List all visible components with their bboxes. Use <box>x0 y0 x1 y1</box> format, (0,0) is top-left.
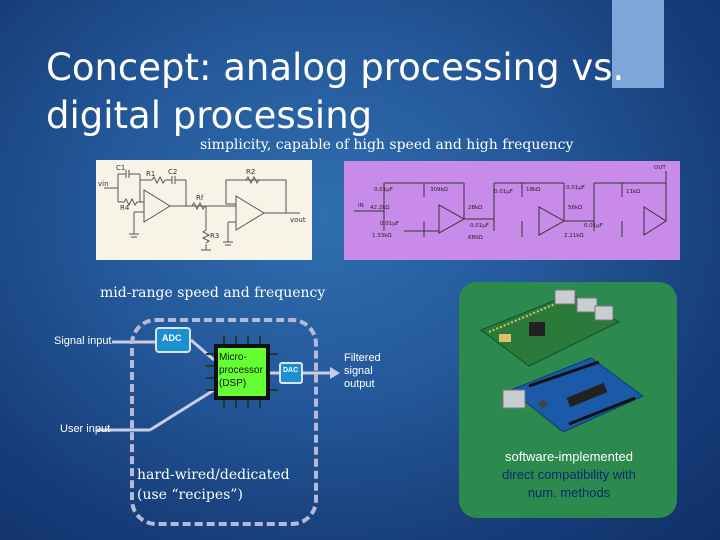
svg-text:0.01µF: 0.01µF <box>374 187 393 193</box>
svg-text:18kΩ: 18kΩ <box>526 187 540 193</box>
slide-title: Concept: analog processing vs. digital p… <box>46 44 624 140</box>
adc-block <box>155 327 191 353</box>
chip-line-2: processor <box>219 365 263 376</box>
analog-circuit-schematic: C1 R1 C2 Rf R3 R2 R4 vin vout <box>96 160 312 260</box>
svg-text:0.01µF: 0.01µF <box>470 223 489 229</box>
hardwired-description: hard-wired/dedicated (use “recipes”) <box>137 465 290 505</box>
svg-text:42.2kΩ: 42.2kΩ <box>370 205 390 211</box>
filter-circuit-schematic: 0.01µF 309kΩ 0.01µF 18kΩ 0.01µF 11kΩ IN … <box>344 161 680 260</box>
dev-boards-illustration <box>479 289 644 433</box>
svg-text:680Ω: 680Ω <box>468 235 483 241</box>
chip-line-3: (DSP) <box>219 378 247 389</box>
user-input-label: User input <box>60 423 111 435</box>
hardwired-line-2: (use “recipes”) <box>137 487 243 503</box>
filtered-output-line-1: Filtered <box>344 352 381 364</box>
software-line-1: software-implemented <box>505 449 633 464</box>
chip-line-1: Micro- <box>219 352 247 363</box>
svg-text:C2: C2 <box>168 168 177 176</box>
user-input-to-chip-line <box>149 388 215 432</box>
digital-mid-label: mid-range speed and frequency <box>100 285 326 301</box>
svg-text:R1: R1 <box>146 170 155 178</box>
title-line-1: Concept: analog processing vs. <box>46 46 625 89</box>
svg-text:C1: C1 <box>116 164 125 172</box>
dac-label: DAC <box>283 367 299 374</box>
svg-text:2.21kΩ: 2.21kΩ <box>564 233 584 239</box>
analog-schematic-svg: C1 R1 C2 Rf R3 R2 R4 vin vout <box>98 164 306 251</box>
software-line-3: num. methods <box>527 485 611 500</box>
svg-text:vout: vout <box>290 216 306 224</box>
svg-text:56kΩ: 56kΩ <box>568 205 582 211</box>
hardwired-line-1: hard-wired/dedicated <box>137 467 290 483</box>
svg-text:OUT: OUT <box>654 165 666 171</box>
svg-text:R3: R3 <box>210 232 219 240</box>
svg-text:Rf: Rf <box>196 194 204 202</box>
signal-input-label: Signal input <box>54 335 112 347</box>
svg-text:R4: R4 <box>120 204 130 212</box>
dev-boards-panel <box>459 282 677 518</box>
svg-text:R2: R2 <box>246 168 255 176</box>
digital-system-boundary <box>130 318 318 526</box>
software-description: software-implemented direct compatibilit… <box>465 448 673 502</box>
analog-subtitle: simplicity, capable of high speed and hi… <box>200 137 574 153</box>
svg-text:309kΩ: 309kΩ <box>430 187 448 193</box>
svg-text:IN: IN <box>358 203 364 209</box>
svg-text:0.01µF: 0.01µF <box>494 189 513 195</box>
svg-text:0.01µF: 0.01µF <box>380 221 399 227</box>
arduino-board <box>502 357 644 433</box>
title-line-2: digital processing <box>46 94 373 137</box>
svg-text:0.01µF: 0.01µF <box>584 223 603 229</box>
svg-text:28kΩ: 28kΩ <box>468 205 482 211</box>
output-arrow-head <box>330 367 340 379</box>
chip-label: Micro- processor (DSP) <box>219 351 265 390</box>
filtered-output-label: Filtered signal output <box>344 352 381 391</box>
dac-block <box>279 362 303 384</box>
accent-bar <box>612 0 664 88</box>
svg-text:0.01µF: 0.01µF <box>566 185 585 191</box>
svg-text:vin: vin <box>98 180 109 188</box>
adc-label: ADC <box>162 333 182 343</box>
chip-pins <box>206 336 278 408</box>
filtered-output-line-2: signal <box>344 365 373 377</box>
svg-text:1.33kΩ: 1.33kΩ <box>372 233 392 239</box>
software-line-2: direct compatibility with <box>502 467 636 482</box>
microprocessor-chip <box>214 344 270 400</box>
svg-text:11kΩ: 11kΩ <box>626 189 640 195</box>
adc-to-chip-line <box>190 338 215 362</box>
filter-schematic-svg: 0.01µF 309kΩ 0.01µF 18kΩ 0.01µF 11kΩ IN … <box>354 165 667 241</box>
filtered-output-line-3: output <box>344 378 375 390</box>
raspberry-pi-board <box>479 289 621 367</box>
